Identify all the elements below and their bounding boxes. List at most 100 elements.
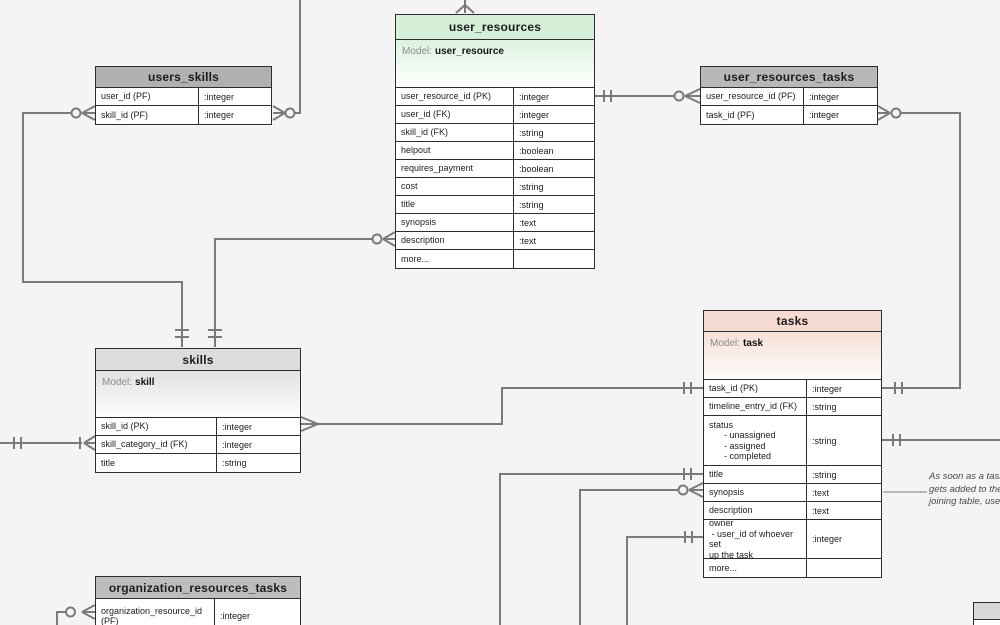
field-name: helpout [396,142,514,159]
field-type: :string [222,458,247,468]
field-name: description [396,232,514,249]
table-row: title :string [96,454,300,472]
table-row: skill_category_id (FK) :integer [96,436,300,454]
field-type: :integer [220,611,251,621]
crowfoot-many-icon [455,4,475,14]
field-name: owner - user_id of whoever set up the ta… [704,518,807,560]
field-type [514,250,594,268]
field-type: :integer [812,383,843,394]
table-row: title :string [396,196,594,214]
table-user-resources-tasks[interactable]: user_resources_tasks user_resource_id (P… [700,66,878,125]
table-row: owner - user_id of whoever set up the ta… [704,518,881,560]
table-row: helpout :boolean [396,142,594,160]
field-name: status - unassigned - assigned - complet… [704,416,807,465]
field-name: organization_resource_id (PF) [96,599,215,625]
field-name: title [96,454,217,472]
table-partial-corner[interactable] [973,602,1000,625]
connector-skills-left [0,435,96,451]
table-row: timeline_entry_id (FK) :string [704,398,881,416]
model-name: user_resource [435,46,504,57]
table-row: user_resource_id (PK) :integer [396,88,594,106]
field-type: :integer [809,91,840,102]
zero-circle-icon [890,107,902,119]
model-row: Model:skill [96,371,300,418]
table-title: users_skills [96,67,271,88]
field-type: :integer [809,110,840,120]
annotation-note: As soon as a task gets added to the join… [929,471,1000,507]
table-title [974,603,1000,620]
field-type: :integer [222,421,253,432]
field-name: skill_id (PF) [96,106,199,124]
zero-circle-icon [677,484,689,496]
table-tasks[interactable]: tasks Model:task task_id (PK) :integer t… [703,310,882,578]
one-hash-icon [892,434,901,446]
crowfoot-many-icon [300,416,319,432]
field-type: :boolean [519,145,554,156]
field-type: :text [519,235,537,246]
field-name: user_resource_id (PF) [701,88,804,105]
field-name: task_id (PK) [704,380,807,397]
table-row: user_id (PF) :integer [96,88,271,106]
table-title: user_resources [396,15,594,40]
table-row: synopsis :text [396,214,594,232]
table-row: organization_resource_id (PF) :integer [96,599,300,625]
crowfoot-many-icon [382,231,396,247]
table-title: skills [96,349,300,371]
field-type: :string [812,401,837,412]
field-type: :text [812,505,830,516]
table-row: task_id (PF) :integer [701,106,877,124]
table-row: synopsis :text [704,484,881,502]
connector-tasks-title-down [499,468,703,625]
connector-tasks-to-skills [300,382,703,432]
table-row: user_resource_id (PF) :integer [701,88,877,106]
model-label: Model: [402,46,433,57]
field-type: :boolean [519,163,554,174]
table-row: requires_payment :boolean [396,160,594,178]
one-hash-icon [684,531,693,543]
crowfoot-many-icon [83,435,96,451]
connector-user-resources-top [455,0,475,14]
one-hash-icon [13,437,22,449]
field-name: requires_payment [396,160,514,177]
field-name: more... [704,559,807,577]
connector-tasks-owner-down [626,531,703,625]
crowfoot-many-icon [81,105,96,121]
connector-user-resources-to-join [595,88,701,104]
one-hash-icon [894,382,903,394]
one-hash-icon [683,382,692,394]
table-users-skills[interactable]: users_skills user_id (PF) :integer skill… [95,66,272,125]
field-name: timeline_entry_id (FK) [704,398,807,415]
table-row: status - unassigned - assigned - complet… [704,416,881,466]
table-organization-resources-tasks[interactable]: organization_resources_tasks organizatio… [95,576,301,625]
field-type: :integer [519,109,550,120]
zero-circle-icon [673,90,685,102]
one-hash-icon [208,329,222,338]
field-type: :integer [519,91,550,102]
crowfoot-many-icon [684,88,701,104]
connector-users-skills-to-skills [22,105,189,347]
table-user-resources[interactable]: user_resources Model:user_resource user_… [395,14,595,269]
table-skills[interactable]: skills Model:skill skill_id (PK) :intege… [95,348,301,473]
model-row: Model:user_resource [396,40,594,88]
table-row: more... [396,250,594,268]
crowfoot-many-icon [877,105,891,121]
zero-circle-icon [70,107,82,119]
field-type: :integer [204,91,235,102]
field-type [807,559,881,577]
table-title: tasks [704,311,881,332]
field-name: description [704,502,807,519]
table-row: description :text [704,502,881,520]
field-name: user_id (FK) [396,106,514,123]
connector-join-to-tasks [877,105,961,394]
model-name: task [743,338,764,349]
field-name: user_id (PF) [96,88,199,105]
model-label: Model: [710,338,741,349]
field-type: :string [519,199,544,210]
field-type: :string [812,469,837,480]
connector-tasks-synopsis-down [579,482,704,625]
field-name: skill_category_id (FK) [96,436,217,453]
one-hash-icon [175,329,189,338]
table-row: title :string [704,466,881,484]
table-title: user_resources_tasks [701,67,877,88]
